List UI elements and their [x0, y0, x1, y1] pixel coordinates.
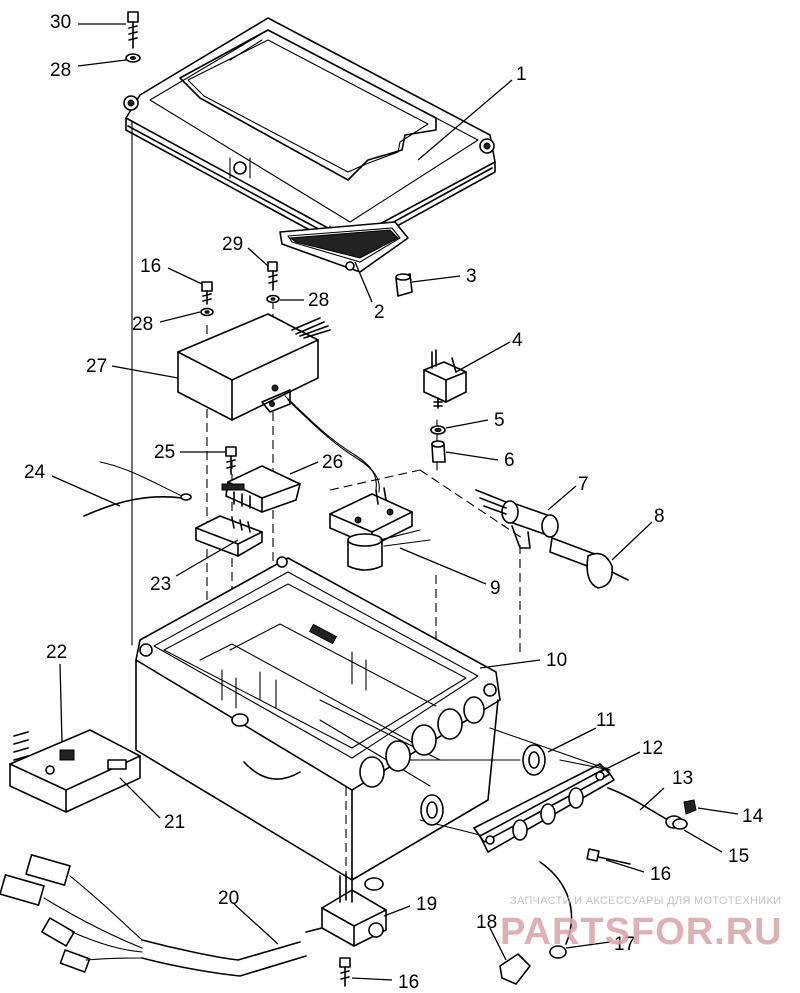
callout-19: 19 [416, 894, 437, 915]
part-4-switch [423, 349, 467, 409]
callout-25: 25 [154, 442, 175, 463]
part-19-switch [321, 873, 387, 947]
callout-28: 28 [50, 60, 71, 81]
part-27-box [177, 313, 380, 493]
part-23-relay [195, 515, 263, 557]
part-10-housing [135, 556, 501, 881]
callout-8: 8 [654, 506, 665, 527]
part-7-coil [475, 489, 559, 549]
part-5-ring [430, 425, 446, 435]
part-1-cover [123, 17, 496, 253]
watermark: ЗАПЧАСТИ И АКСЕССУАРЫ ДЛЯ МОТОТЕХНИКИ PA… [500, 895, 783, 953]
callout-29: 29 [222, 234, 243, 255]
callout-30: 30 [50, 12, 71, 33]
callout-12: 12 [642, 738, 663, 759]
callout-26: 26 [322, 452, 343, 473]
part-17-wire [539, 861, 573, 959]
part-26-module [221, 465, 301, 513]
part-21-ecu [9, 729, 141, 813]
part-12-plate [473, 763, 615, 853]
callout-27: 27 [86, 356, 107, 377]
callout-10: 10 [546, 650, 567, 671]
callout-16: 16 [398, 972, 419, 993]
callout-28: 28 [132, 314, 153, 335]
callout-16: 16 [140, 256, 161, 277]
part-9-solenoid [329, 487, 431, 571]
part-14-nut [683, 799, 697, 815]
part-15-washer [672, 818, 688, 830]
part-11-grommets [420, 744, 546, 826]
callout-numbers: 30 28 1 2 3 29 16 28 28 27 4 5 6 25 26 2… [24, 12, 764, 993]
part-16-screw-bottom [339, 957, 351, 987]
screw-30 [125, 11, 141, 63]
part-3-nut [395, 273, 413, 297]
part-13-ground-strap [607, 787, 683, 829]
watermark-brand: PARTSFOR.RU [500, 911, 783, 953]
callout-22: 22 [46, 642, 67, 663]
screw-16-top [200, 281, 214, 317]
callout-18: 18 [476, 912, 497, 933]
callout-16: 16 [650, 864, 671, 885]
callout-9: 9 [490, 578, 501, 599]
callout-2: 2 [374, 302, 385, 323]
callout-5: 5 [494, 410, 505, 431]
callout-6: 6 [504, 450, 515, 471]
callout-4: 4 [512, 330, 523, 351]
callout-28: 28 [308, 290, 329, 311]
callout-21: 21 [164, 812, 185, 833]
callout-7: 7 [578, 474, 589, 495]
part-8-cap [549, 537, 629, 589]
callout-11: 11 [596, 710, 616, 731]
leader-lines [51, 23, 739, 981]
part-16-screw-mid [586, 848, 631, 865]
callout-14: 14 [742, 806, 764, 827]
callout-17: 17 [614, 934, 635, 955]
callout-24: 24 [24, 462, 46, 483]
callout-15: 15 [728, 846, 749, 867]
part-25-screw [225, 446, 237, 475]
part-18-cap [499, 953, 531, 985]
callout-13: 13 [672, 768, 693, 789]
part-2-gasket [279, 221, 409, 273]
part-6-plug [431, 440, 446, 463]
callout-20: 20 [218, 888, 239, 909]
part-20-harness [0, 854, 323, 977]
callout-3: 3 [466, 266, 477, 287]
callout-23: 23 [150, 574, 171, 595]
callout-1: 1 [516, 64, 527, 85]
part-24-wire [83, 461, 192, 517]
screw-29 [266, 261, 280, 304]
watermark-tagline: ЗАПЧАСТИ И АКСЕССУАРЫ ДЛЯ МОТОТЕХНИКИ [510, 895, 781, 907]
